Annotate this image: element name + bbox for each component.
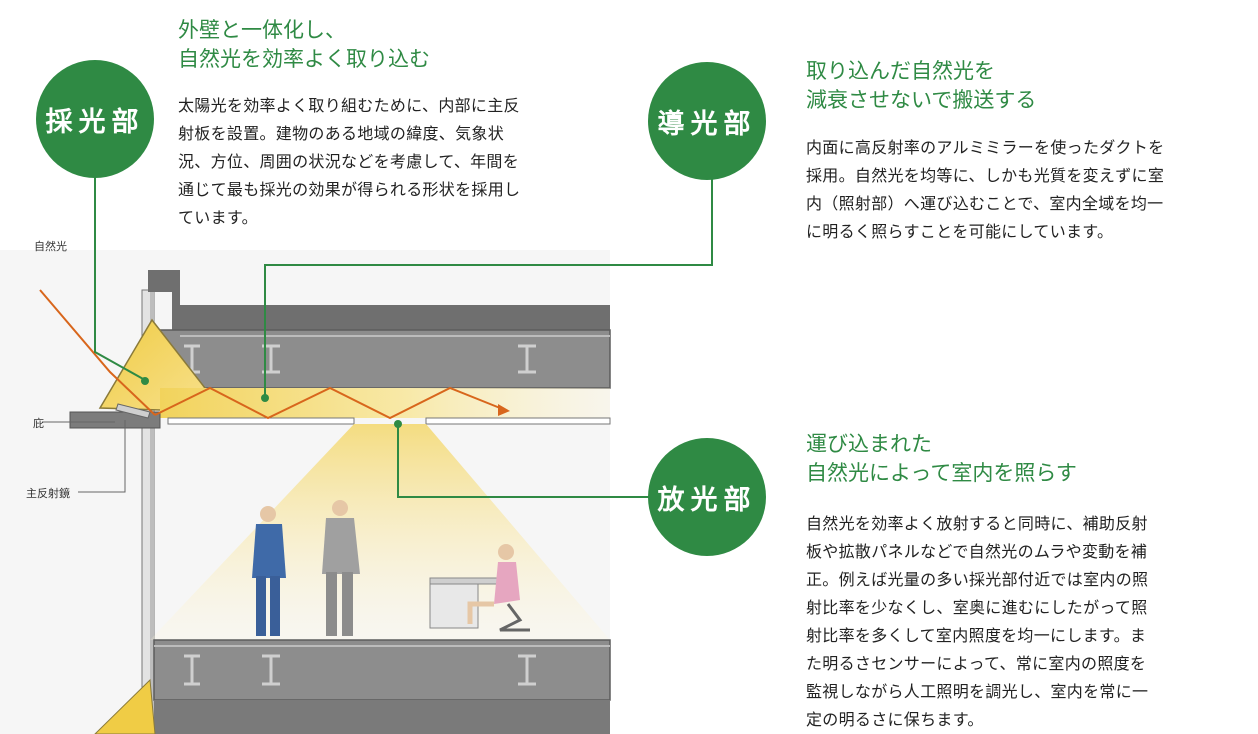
circle-houkou: 放光部 <box>648 438 766 556</box>
person-man-2 <box>322 500 360 636</box>
reflected-ray <box>154 386 506 420</box>
upper-slab <box>159 329 611 389</box>
heading-line: 自然光を効率よく取り込む <box>178 47 430 71</box>
upper-wall <box>148 270 610 330</box>
body-line: 況、方位、周囲の状況などを考慮して、年間を <box>178 152 520 171</box>
body-line: 自然光を効率よく放射すると同時に、補助反射 <box>806 514 1148 533</box>
body-line: 射比率を少なくし、室奥に進むにしたがって照 <box>806 598 1148 617</box>
steel-beams-lower <box>184 654 536 686</box>
body-line: 内面に高反射率のアルミミラーを使ったダクトを <box>806 138 1165 157</box>
heading-houkou: 運び込まれた 自然光によって室内を照らす <box>806 430 1077 488</box>
label-eave: 庇 <box>33 417 44 430</box>
body-saikou: 太陽光を効率よく取り組むために、内部に主反 射板を設置。建物のある地域の緯度、気… <box>178 92 520 232</box>
circle-doukou: 導光部 <box>648 62 766 180</box>
body-line: 太陽光を効率よく取り組むために、内部に主反 <box>178 96 520 115</box>
body-line: 定の明るさに保ちます。 <box>806 710 984 729</box>
body-line: 監視しながら人工照明を調光し、室内を常に一 <box>806 682 1149 701</box>
heading-line: 自然光によって室内を照らす <box>806 461 1077 485</box>
heading-line: 取り込んだ自然光を <box>806 59 995 83</box>
body-line: 通じて最も採光の効果が得られる形状を採用し <box>178 180 521 199</box>
body-line: た明るさセンサーによって、常に室内の照度を <box>806 654 1147 673</box>
leader-dots <box>141 377 402 428</box>
window-mullion-edge <box>150 290 154 730</box>
label-natural-light: 自然光 <box>34 240 67 253</box>
body-line: 内（照射部）へ運び込むことで、室内全域を均一 <box>806 194 1164 213</box>
desk-and-woman <box>429 544 530 632</box>
body-line: 板や拡散パネルなどで自然光のムラや変動を補 <box>806 542 1148 561</box>
heading-doukou: 取り込んだ自然光を 減衰させないで搬送する <box>806 57 1036 115</box>
body-doukou: 内面に高反射率のアルミミラーを使ったダクトを 採用。自然光を均等に、しかも光質を… <box>806 134 1164 246</box>
heading-line: 減衰させないで搬送する <box>806 88 1037 112</box>
heading-saikou: 外壁と一体化し、 自然光を効率よく取り込む <box>178 16 430 74</box>
body-line: 射板を設置。建物のある地域の緯度、気象状 <box>178 124 505 143</box>
light-collector-lower <box>94 678 156 734</box>
body-line: 射比率を多くして室内照度を均一にします。ま <box>806 626 1147 645</box>
body-line: 正。例えば光量の多い採光部付近では室内の照 <box>806 570 1149 589</box>
body-line: に明るく照らすことを可能にしています。 <box>806 222 1114 241</box>
body-houkou: 自然光を効率よく放射すると同時に、補助反射 板や拡散パネルなどで自然光のムラや変… <box>806 510 1148 734</box>
sunlight-ray <box>39 289 156 416</box>
ray-arrowhead <box>498 404 510 416</box>
circle-saikou: 採光部 <box>36 60 154 178</box>
duct-panel-left <box>167 417 355 425</box>
body-line: 採用。自然光を均等に、しかも光質を変えずに室 <box>806 166 1165 185</box>
duct-panel-right <box>425 417 611 425</box>
heading-line: 外壁と一体化し、 <box>178 18 346 42</box>
lower-slab <box>153 639 611 701</box>
main-reflector <box>115 403 151 419</box>
person-man-1 <box>252 506 286 636</box>
body-line: ています。 <box>178 208 258 227</box>
heading-line: 運び込まれた <box>806 432 932 456</box>
light-duct <box>160 388 610 418</box>
leader-lines <box>94 160 713 498</box>
label-callouts <box>42 420 126 493</box>
label-main-reflector: 主反射鏡 <box>26 487 70 500</box>
lower-slab-bottom <box>154 700 610 734</box>
